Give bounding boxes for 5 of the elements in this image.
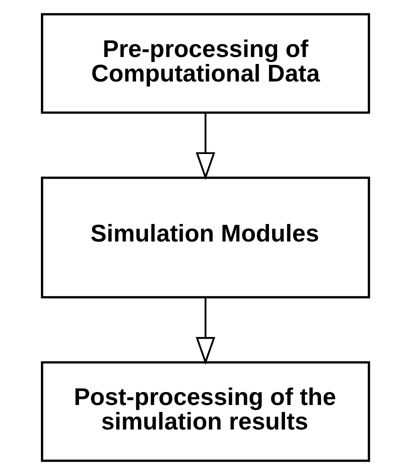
arrow <box>196 113 216 180</box>
node-box: Pre-processing of Computational Data <box>40 13 370 114</box>
arrow <box>196 297 216 365</box>
node-box: Simulation Modules <box>40 176 370 298</box>
node-box: Post-processing of the simulation results <box>40 361 370 462</box>
